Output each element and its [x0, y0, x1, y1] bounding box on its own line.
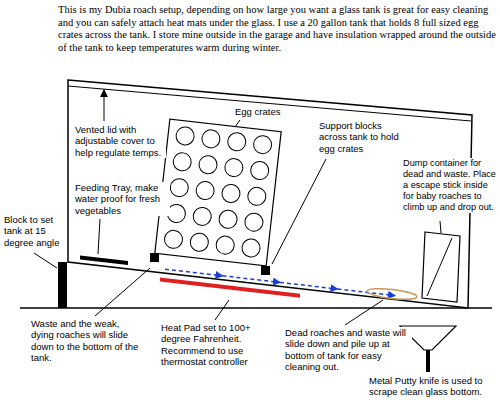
crate-hole — [253, 135, 273, 155]
putty-knife-handle — [426, 350, 430, 372]
crate-hole — [198, 155, 218, 175]
crate-hole — [247, 186, 267, 206]
dump-container — [422, 232, 460, 302]
waste-pile — [367, 287, 418, 302]
crate-hole — [201, 129, 221, 149]
callout-label: Dump container for dead and waste. Place… — [402, 158, 498, 213]
crate-hole — [172, 152, 192, 172]
feeding-tray — [80, 255, 128, 265]
heat-pad — [160, 278, 300, 298]
crate-hole — [227, 132, 247, 152]
callout-label: Egg crates — [234, 106, 294, 117]
crate-hole — [169, 178, 189, 198]
crate-hole — [215, 235, 235, 255]
support-block — [261, 266, 270, 275]
callout-label: Block to set tank at 15 degree angle — [3, 214, 65, 248]
callout-label: Support blocks across tank to hold egg c… — [318, 120, 402, 154]
egg-crate — [155, 119, 281, 266]
callout-label: Heat Pad set to 100+ degree Fahrenheit. … — [160, 322, 278, 368]
ground-line — [20, 307, 492, 309]
callout-label: Waste and the weak, dying roaches will s… — [30, 318, 142, 364]
callout-label: Vented lid with adjustable cover to help… — [74, 124, 166, 158]
support-block — [150, 253, 159, 262]
vented-lid — [68, 86, 471, 121]
crate-hole — [221, 184, 241, 204]
callout-label: Dead roaches and waste will slide down a… — [284, 327, 412, 373]
escape-stick — [427, 238, 452, 296]
crate-hole — [192, 206, 212, 226]
crate-hole — [250, 161, 270, 181]
slide-arrows — [165, 269, 395, 295]
crate-hole — [164, 229, 184, 249]
intro-note: This is my Dubia roach setup, depending … — [57, 4, 497, 54]
crate-hole — [218, 209, 238, 229]
callout-label: Feeding Tray, make water proof for fresh… — [74, 182, 170, 216]
tilt-block — [58, 262, 67, 308]
crate-hole — [189, 232, 209, 252]
crate-hole — [195, 181, 215, 201]
crate-hole — [224, 158, 244, 178]
callout-label: Metal Putty knife is used to scrape clea… — [368, 375, 498, 398]
crate-hole — [241, 238, 261, 258]
crate-hole — [175, 126, 195, 146]
leader-lines — [34, 90, 441, 325]
crate-hole — [244, 212, 264, 232]
